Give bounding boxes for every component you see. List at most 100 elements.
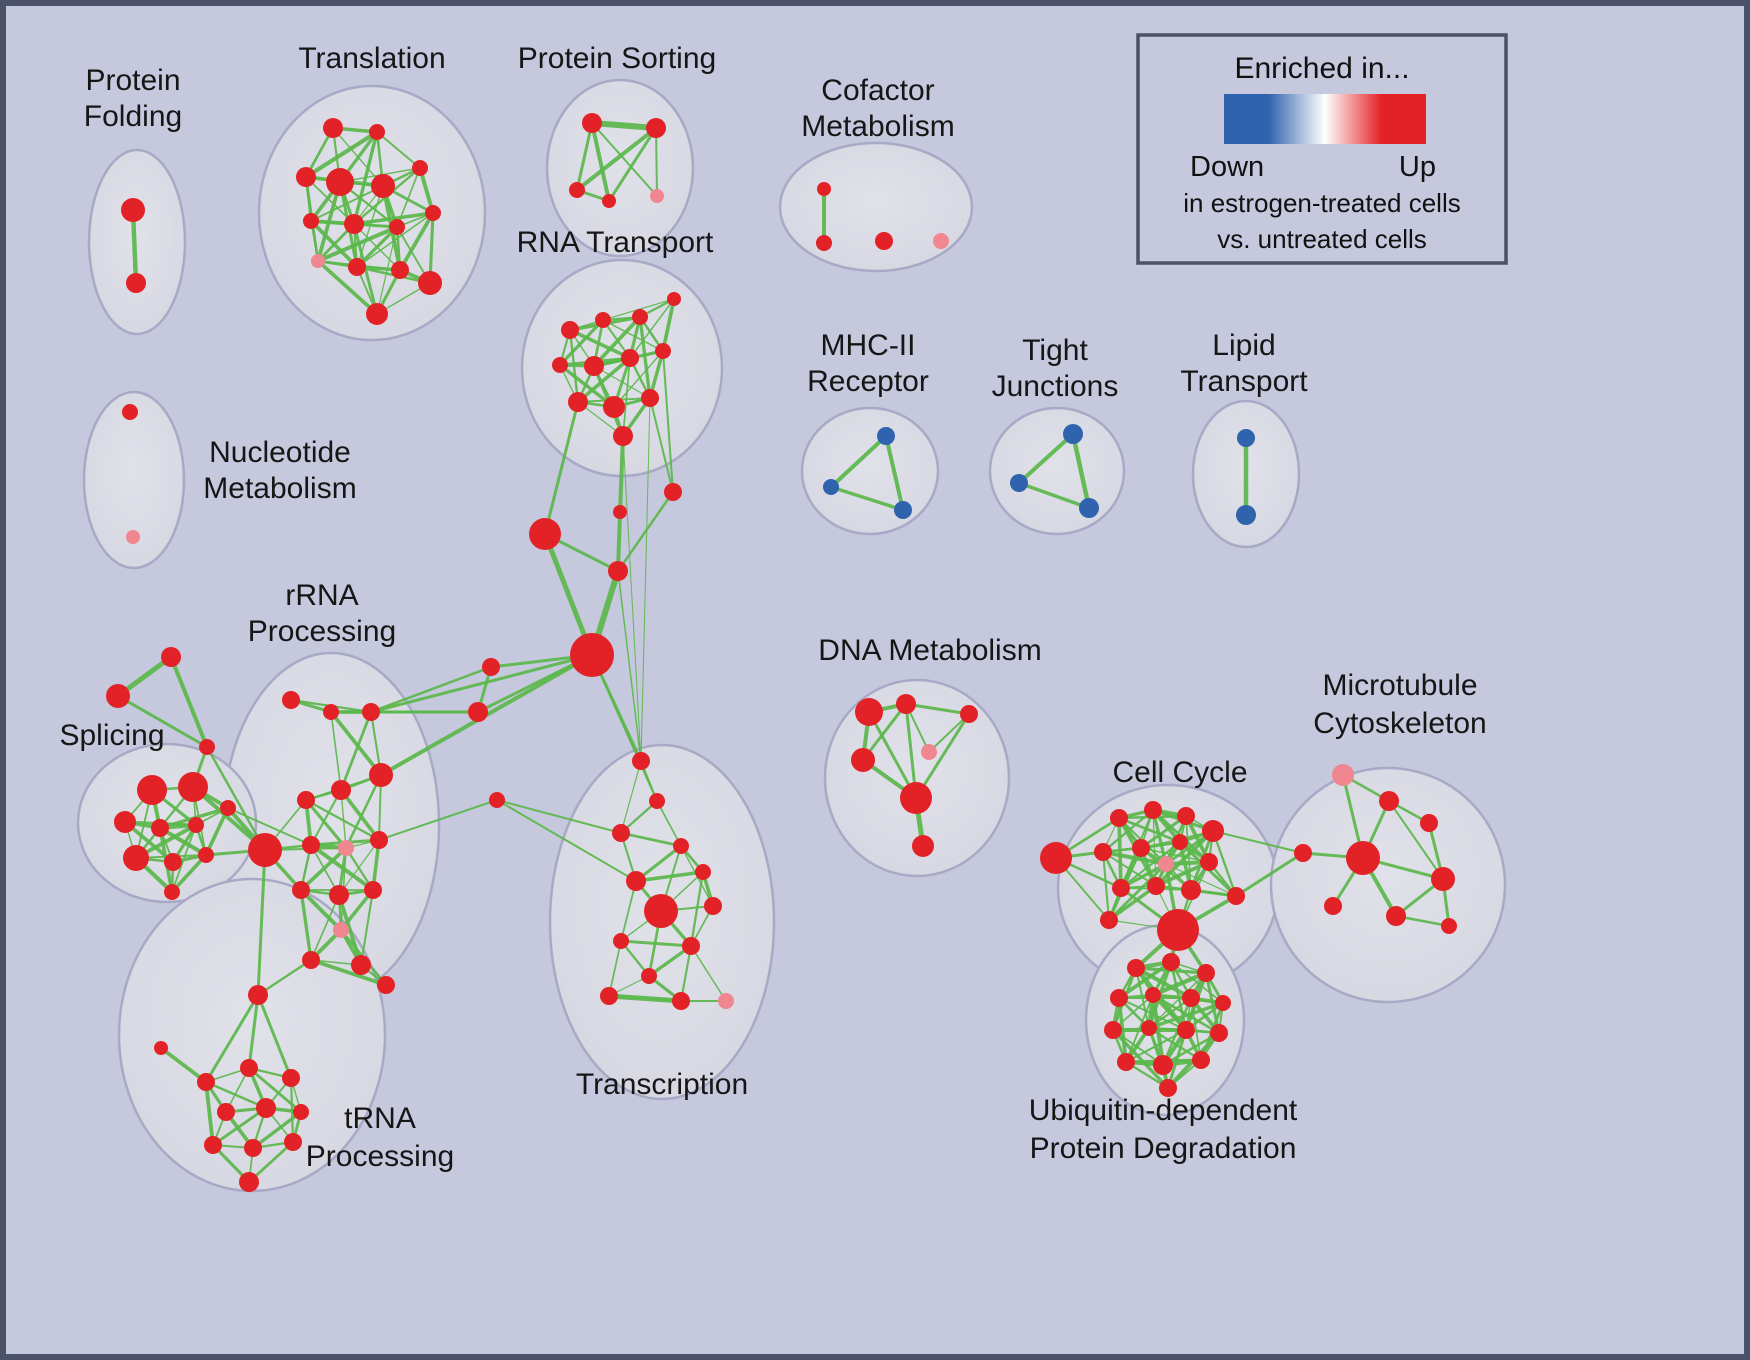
network-node-ps2	[646, 118, 666, 138]
network-edge	[622, 357, 631, 437]
network-edge	[1119, 840, 1182, 890]
network-edge	[337, 893, 363, 967]
network-edge	[575, 121, 594, 192]
network-node-cn5	[570, 633, 614, 677]
network-edge	[304, 798, 381, 842]
network-node-tc12	[600, 987, 618, 1005]
network-node-ps1	[582, 113, 602, 133]
network-node-lt2	[1236, 505, 1256, 525]
network-edge	[1150, 970, 1209, 998]
network-node-cc13	[1181, 880, 1201, 900]
network-edge	[205, 745, 267, 852]
network-node-cn1	[529, 518, 561, 550]
network-edge	[398, 211, 435, 272]
network-node-tr7	[303, 213, 319, 229]
network-node-cc12	[1147, 877, 1165, 895]
network-edge	[591, 654, 658, 802]
network-node-rr1	[282, 691, 300, 709]
network-node-cn4	[608, 561, 628, 581]
network-node-tc5	[626, 871, 646, 891]
network-edge	[204, 806, 230, 857]
network-node-rt4	[667, 292, 681, 306]
network-edge	[369, 653, 594, 714]
network-edge	[304, 798, 348, 850]
network-edge	[1117, 816, 1123, 890]
network-node-tc13	[672, 992, 690, 1010]
network-node-ub1	[1127, 959, 1145, 977]
network-edge	[1017, 432, 1075, 485]
network-edge	[1190, 997, 1202, 1061]
network-node-ps4	[602, 194, 616, 208]
network-node-rr10	[370, 831, 388, 849]
network-node-rr5	[297, 791, 315, 809]
network-node-ub13	[1153, 1055, 1173, 1075]
network-node-mc2	[1379, 791, 1399, 811]
network-edge	[1147, 1001, 1225, 1030]
network-edge	[829, 485, 905, 512]
network-node-sp10	[164, 884, 180, 900]
network-edge	[355, 225, 399, 269]
network-node-dm2	[896, 694, 916, 714]
network-node-tn9	[204, 1136, 222, 1154]
network-edge	[589, 120, 659, 131]
network-edge	[299, 846, 348, 892]
network-edge	[496, 799, 637, 882]
network-node-cm2	[816, 235, 832, 251]
network-node-cc6	[1094, 843, 1112, 861]
network-edge	[884, 434, 905, 512]
network-edge	[1212, 830, 1304, 854]
network-node-rr12	[329, 885, 349, 905]
network-node-rr15	[302, 951, 320, 969]
network-edge	[338, 839, 380, 896]
network-edge	[1234, 851, 1305, 898]
cluster-ellipse-cofactor-metabolism	[778, 141, 974, 273]
network-node-ps3	[569, 182, 585, 198]
network-node-sp8	[164, 853, 182, 871]
legend-gradient-bar	[1224, 94, 1426, 144]
network-edge	[1101, 808, 1155, 854]
network-edge	[622, 435, 642, 762]
network-edge	[299, 888, 343, 932]
network-edge	[602, 319, 664, 352]
network-edge	[256, 958, 313, 997]
network-edge	[1107, 884, 1158, 922]
network-node-tn5	[282, 1069, 300, 1087]
legend-down-label: Down	[1190, 151, 1264, 183]
network-edge	[369, 665, 493, 714]
network-node-dm3	[960, 705, 978, 723]
network-edge	[1107, 862, 1168, 922]
network-node-cn2	[613, 505, 627, 519]
network-node-tc7	[644, 894, 678, 928]
network-node-cm3	[875, 232, 893, 250]
network-node-lt1	[1237, 429, 1255, 447]
network-edge	[640, 397, 651, 762]
network-node-ub2	[1162, 953, 1180, 971]
network-edge	[1111, 1028, 1170, 1090]
network-edge	[543, 400, 580, 536]
cluster-label-translation: Translation	[298, 42, 445, 75]
network-node-sp6	[220, 800, 236, 816]
network-node-tn11	[284, 1133, 302, 1151]
network-node-tr5	[371, 174, 395, 198]
cluster-ellipse-protein-folding	[87, 148, 187, 336]
network-node-tr3	[296, 167, 316, 187]
cluster-label-protein-sorting: Protein Sorting	[518, 42, 716, 75]
network-node-rr6	[331, 780, 351, 800]
network-edge	[568, 328, 632, 360]
network-node-rr4	[248, 833, 282, 867]
network-edge	[227, 807, 312, 846]
network-node-pf1	[121, 198, 145, 222]
network-edge	[204, 1080, 215, 1147]
network-node-nm2	[126, 530, 140, 544]
network-edge	[376, 131, 421, 169]
network-node-tc2	[649, 793, 665, 809]
network-edge	[1017, 481, 1091, 510]
network-edge	[679, 944, 693, 1003]
network-node-cc8	[1172, 834, 1188, 850]
network-node-tc9	[613, 933, 629, 949]
